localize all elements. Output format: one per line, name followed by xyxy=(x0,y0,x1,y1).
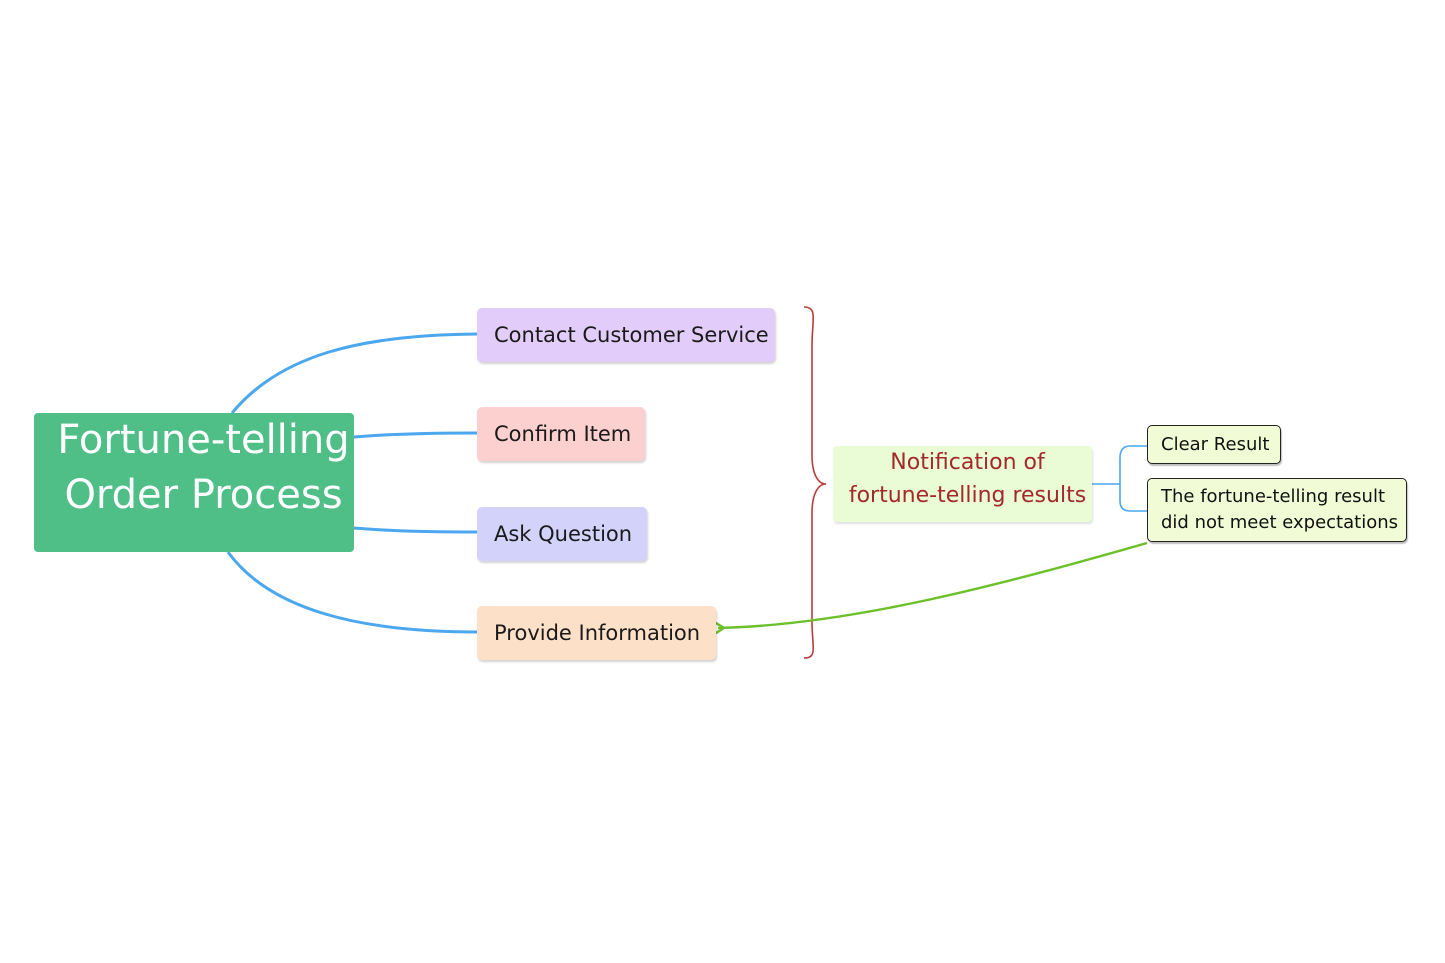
root-topic-line-2: Order Process xyxy=(64,472,343,518)
connector-summary-leaves xyxy=(1092,445,1147,512)
branch-label: Confirm Item xyxy=(494,422,632,446)
summary-line-1: Notification of xyxy=(890,450,1045,475)
connector-provide xyxy=(226,551,478,634)
branch-label: Contact Customer Service xyxy=(494,323,769,347)
branch-provide-information[interactable]: Provide Information xyxy=(477,606,716,660)
summary-brace xyxy=(803,306,827,659)
leaf-result-not-meet-expectations[interactable]: The fortune-telling result did not meet … xyxy=(1147,478,1407,542)
leaf-clear-result[interactable]: Clear Result xyxy=(1147,425,1281,464)
relationship-arrow xyxy=(718,541,1148,628)
branch-label: Ask Question xyxy=(494,522,633,546)
root-topic-line-1: Fortune-telling xyxy=(57,417,350,463)
branch-ask-question[interactable]: Ask Question xyxy=(477,507,647,561)
root-topic[interactable]: Fortune-telling Order Process xyxy=(34,413,354,552)
leaf-label: Clear Result xyxy=(1161,433,1270,455)
branch-contact-customer-service[interactable]: Contact Customer Service xyxy=(477,308,775,362)
summary-topic[interactable]: Notification of fortune-telling results xyxy=(833,446,1092,522)
connector-confirm xyxy=(353,431,478,439)
branch-confirm-item[interactable]: Confirm Item xyxy=(477,407,645,461)
connector-ask xyxy=(353,526,478,534)
leaf-line-2: did not meet expectations xyxy=(1161,512,1398,533)
leaf-line-1: The fortune-telling result xyxy=(1161,486,1386,507)
summary-line-2: fortune-telling results xyxy=(848,483,1087,508)
branch-label: Provide Information xyxy=(494,621,701,645)
connector-contact xyxy=(230,332,478,414)
